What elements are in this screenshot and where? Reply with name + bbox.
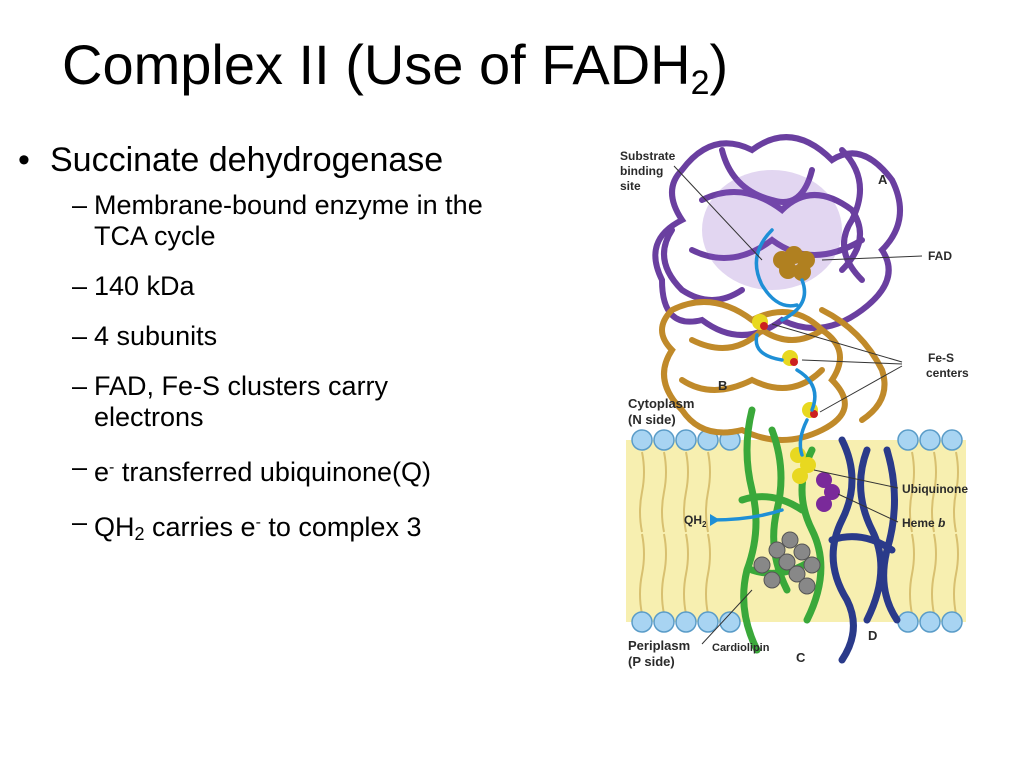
electron-charge: -	[255, 514, 261, 531]
subbullet-text: transferred ubiquinone(Q)	[114, 457, 432, 487]
label-substrate-1: Substrate	[620, 149, 676, 163]
label-fes-1: Fe-S	[928, 351, 954, 365]
title-end: )	[709, 33, 729, 96]
label-n-side: (N side)	[628, 412, 676, 427]
dash: –	[72, 190, 88, 220]
cardiolipin-spheres	[753, 531, 821, 595]
label-qh2-base: QH	[684, 513, 702, 527]
bullet-text: Succinate dehydrogenase	[50, 141, 444, 179]
subbullet-subunits: – 4 subunits	[12, 321, 602, 352]
subbullet-line-2: TCA cycle	[94, 221, 216, 251]
subbullet-line-2: electrons	[94, 402, 204, 432]
qh-subscript: 2	[134, 524, 145, 544]
label-qh2: QH2	[684, 513, 707, 529]
subbullet-kda: – 140 kDa	[12, 271, 602, 302]
subbullet-text: 4 subunits	[94, 321, 218, 351]
subbullet-qh2: – QH2 carries e- to complex 3	[12, 507, 602, 550]
protein-structure-diagram: Substrate binding site A FAD Fe-S center…	[620, 134, 969, 669]
label-subunit-a: A	[878, 172, 888, 187]
qh-symbol: QH	[94, 512, 135, 542]
label-subunit-d: D	[868, 628, 877, 643]
label-heme-b: b	[938, 516, 945, 530]
dash: –	[72, 507, 88, 537]
label-qh2-sub: 2	[702, 520, 707, 529]
label-fad: FAD	[928, 249, 952, 263]
lipid-tails	[639, 451, 959, 615]
electron-symbol: e	[94, 457, 110, 487]
electron-path-arrows	[710, 228, 817, 522]
subbullet-line-1: FAD, Fe-S clusters carry	[94, 371, 389, 401]
electron-charge: -	[109, 459, 115, 476]
subbullet-text: carries e	[144, 512, 256, 542]
leader-lines	[673, 165, 923, 645]
subbullet-fad: – FAD, Fe-S clusters carry electrons	[12, 371, 602, 433]
label-subunit-b: B	[718, 378, 727, 393]
dash: –	[72, 371, 88, 401]
lipid-heads-top	[631, 429, 963, 451]
fes-centers	[752, 314, 818, 418]
label-cardiolipin: Cardiolipin	[712, 642, 770, 654]
label-periplasm: Periplasm	[628, 638, 690, 653]
heme-b-cluster	[816, 472, 840, 512]
label-fes-2: centers	[926, 366, 969, 380]
title-text: Complex II (Use of FADH	[62, 33, 691, 96]
fad-cluster	[773, 246, 815, 281]
dash: –	[72, 321, 88, 351]
subbullet-membrane: – Membrane-bound enzyme in the TCA cycle	[12, 190, 602, 252]
dash: –	[72, 271, 88, 301]
label-cytoplasm: Cytoplasm	[628, 396, 694, 411]
subbullet-electron-transfer: – e- transferred ubiquinone(Q)	[12, 452, 602, 488]
bullet-dot: •	[18, 141, 30, 179]
label-heme-text: Heme	[902, 516, 938, 530]
bullet-succinate: • Succinate dehydrogenase	[12, 140, 602, 180]
lipid-heads-bottom	[631, 611, 963, 633]
qh2-arrowhead	[710, 514, 720, 526]
subbullet-text-end: to complex 3	[260, 512, 422, 542]
subunit-d	[828, 436, 901, 664]
dash: –	[72, 452, 88, 482]
title-subscript: 2	[690, 64, 710, 102]
subunit-b	[659, 299, 888, 443]
membrane-band	[626, 440, 966, 622]
slide-title: Complex II (Use of FADH2)	[62, 30, 728, 118]
complex-ii-figure: Substrate binding site A FAD Fe-S center…	[612, 110, 984, 675]
subunit-a	[652, 134, 903, 338]
bullet-list: • Succinate dehydrogenase – Membrane-bou…	[12, 140, 602, 569]
subbullet-line-1: Membrane-bound enzyme in the	[94, 190, 483, 220]
label-substrate-2: binding	[620, 164, 663, 178]
subbullet-text: 140 kDa	[94, 271, 195, 301]
label-substrate-3: site	[620, 179, 641, 193]
label-ubiquinone: Ubiquinone	[902, 482, 968, 496]
label-p-side: (P side)	[628, 654, 675, 669]
label-subunit-c: C	[796, 650, 806, 665]
label-heme: Heme b	[902, 516, 945, 530]
